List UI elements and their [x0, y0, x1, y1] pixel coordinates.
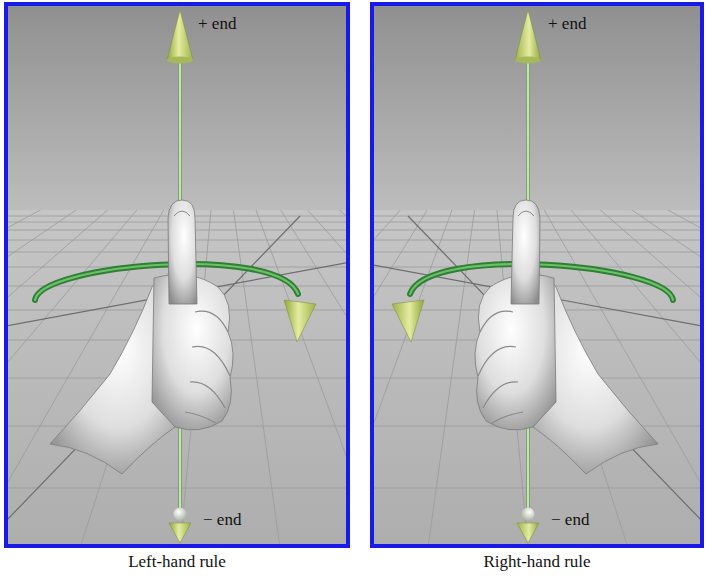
left-hand-figure	[8, 6, 346, 544]
axis-end-label: + end	[198, 14, 236, 34]
left-hand-scene	[8, 6, 346, 544]
right-hand-figure	[374, 6, 700, 544]
axis-end-label: − end	[203, 510, 241, 530]
axis-end-label: − end	[551, 510, 589, 530]
figure-panel: + end− endRight-hand rule	[370, 2, 704, 548]
right-hand-scene	[374, 6, 700, 544]
panel-caption: Left-hand rule	[4, 552, 350, 572]
axis-end-label: + end	[548, 14, 586, 34]
panel-caption: Right-hand rule	[370, 552, 704, 572]
figure-panel: + end− endLeft-hand rule	[4, 2, 350, 548]
